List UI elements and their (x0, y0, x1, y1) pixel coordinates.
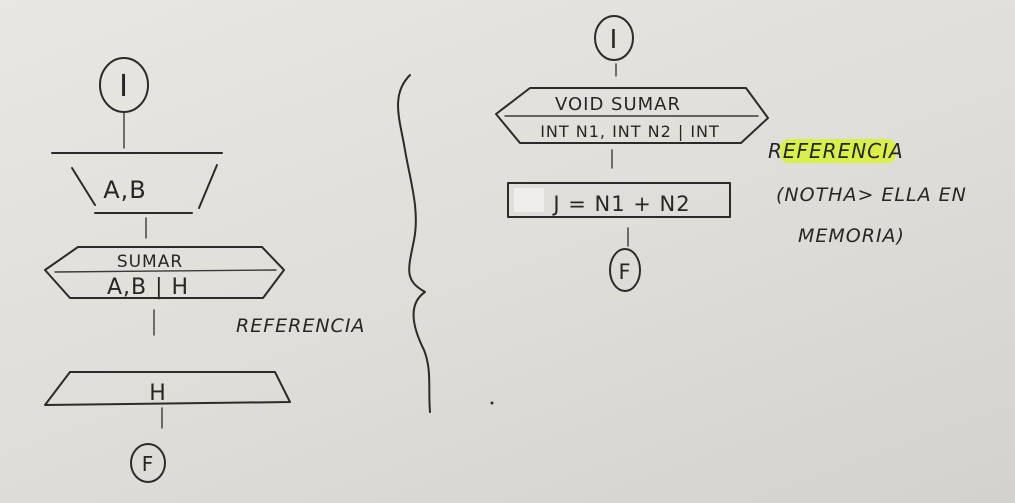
right-process-box (507, 182, 731, 218)
right-start-terminal (594, 15, 634, 61)
left-subprocess-args: A,B | H (107, 275, 189, 300)
right-reference-note: REFERENCIA (768, 139, 904, 163)
left-end-label: F (142, 452, 155, 476)
right-flowchart: I VOID SUMAR INT N1, INT N2 | INT REFERE… (495, 15, 967, 292)
left-flowchart: I A,B SUMAR A,B | H REFERENCIA H F (44, 57, 365, 483)
highlighter-mark (780, 139, 896, 163)
left-input-right-side (198, 164, 218, 209)
erased-patch (514, 188, 544, 212)
left-start-label: I (119, 69, 129, 104)
left-reference-note: REFERENCIA (236, 315, 365, 337)
right-subprocess-params: INT N1, INT N2 | INT (540, 122, 720, 141)
left-output-shape (44, 371, 291, 406)
curly-brace-divider (397, 74, 431, 413)
right-process-label: J = N1 + N2 (551, 192, 690, 216)
right-subprocess-shape (495, 87, 769, 144)
right-subprocess-name: VOID SUMAR (555, 94, 681, 115)
right-end-label: F (618, 260, 631, 284)
left-input-left-side (71, 167, 96, 206)
right-end-terminal (609, 248, 641, 292)
left-subprocess-shape (44, 246, 285, 299)
right-note-line-2: MEMORIA) (798, 225, 905, 247)
left-input-label: A,B (103, 176, 147, 204)
left-subprocess-divider (54, 269, 277, 273)
right-start-label: I (610, 25, 619, 55)
left-start-terminal (99, 57, 149, 113)
right-note-line-1: (NOTHA> ELLA EN (776, 184, 967, 206)
ink-dot (490, 401, 494, 405)
left-subprocess-name: SUMAR (117, 252, 183, 272)
left-output-label: H (149, 381, 167, 406)
left-end-terminal (130, 443, 166, 483)
